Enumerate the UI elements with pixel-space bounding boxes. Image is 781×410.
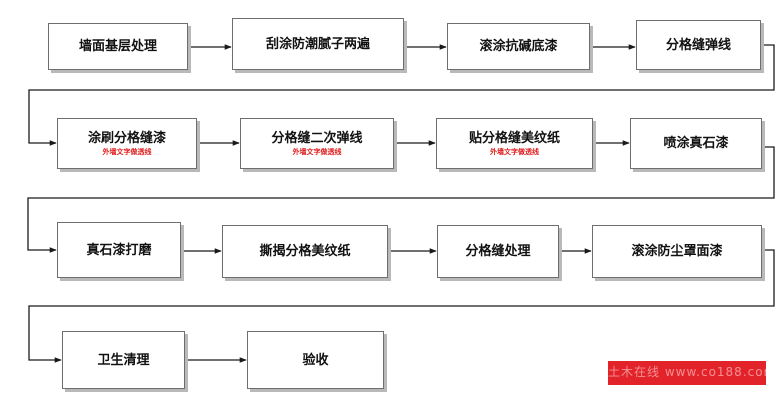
step-label: 真石漆打磨	[86, 242, 152, 258]
step-label: 涂刷分格缝漆	[87, 131, 166, 146]
step-label: 分格缝处理	[465, 244, 531, 259]
watermark-bar	[608, 361, 766, 385]
step-spray-stone-paint: 喷涂真石漆	[630, 118, 762, 169]
step-note: 外墙文字做透线	[490, 147, 539, 156]
step-cleanup: 卫生清理	[62, 331, 185, 389]
step-wall-base-treatment: 墙面基层处理	[48, 23, 188, 70]
step-remove-masking-tape: 撕揭分格美纹纸	[222, 225, 388, 278]
site-watermark: 土木在线 www.co188.com	[608, 361, 766, 385]
step-apply-moisture-putty: 刮涂防潮腻子两遍	[232, 18, 404, 70]
step-label: 贴分格缝美纹纸	[468, 131, 560, 146]
watermark-text: 土木在线 www.co188.com	[608, 365, 766, 379]
step-label: 分格缝弹线	[665, 37, 731, 53]
step-label: 卫生清理	[97, 352, 150, 368]
step-acceptance: 验收	[247, 331, 384, 389]
step-note: 外墙文字做透线	[102, 147, 152, 156]
step-joint-line-marking: 分格缝弹线	[636, 20, 761, 70]
step-label: 喷涂真石漆	[663, 136, 729, 151]
step-label: 撕揭分格美纹纸	[259, 244, 351, 259]
step-label: 滚涂防尘罩面漆	[631, 244, 723, 259]
arrow-4-to-5	[28, 44, 775, 146]
step-paint-joint-coating: 涂刷分格缝漆 外墙文字做透线	[57, 118, 197, 169]
step-roll-dustproof-topcoat: 滚涂防尘罩面漆	[592, 225, 762, 278]
step-label: 验收	[302, 352, 329, 368]
step-label: 刮涂防潮腻子两遍	[265, 36, 370, 52]
step-second-joint-marking: 分格缝二次弹线 外墙文字做透线	[240, 118, 394, 169]
step-label: 分格缝二次弹线	[271, 131, 363, 146]
step-stone-paint-sanding: 真石漆打磨	[57, 222, 181, 278]
step-label: 滚涂抗碱底漆	[479, 39, 558, 54]
step-roll-alkali-primer: 滚涂抗碱底漆	[447, 23, 590, 70]
step-label: 墙面基层处理	[78, 39, 157, 54]
arrow-8-to-9	[27, 146, 775, 253]
arrow-12-to-13	[28, 249, 775, 363]
step-apply-masking-tape: 贴分格缝美纹纸 外墙文字做透线	[436, 118, 593, 169]
step-note: 外墙文字做透线	[292, 147, 342, 156]
step-joint-treatment: 分格缝处理	[437, 225, 559, 278]
